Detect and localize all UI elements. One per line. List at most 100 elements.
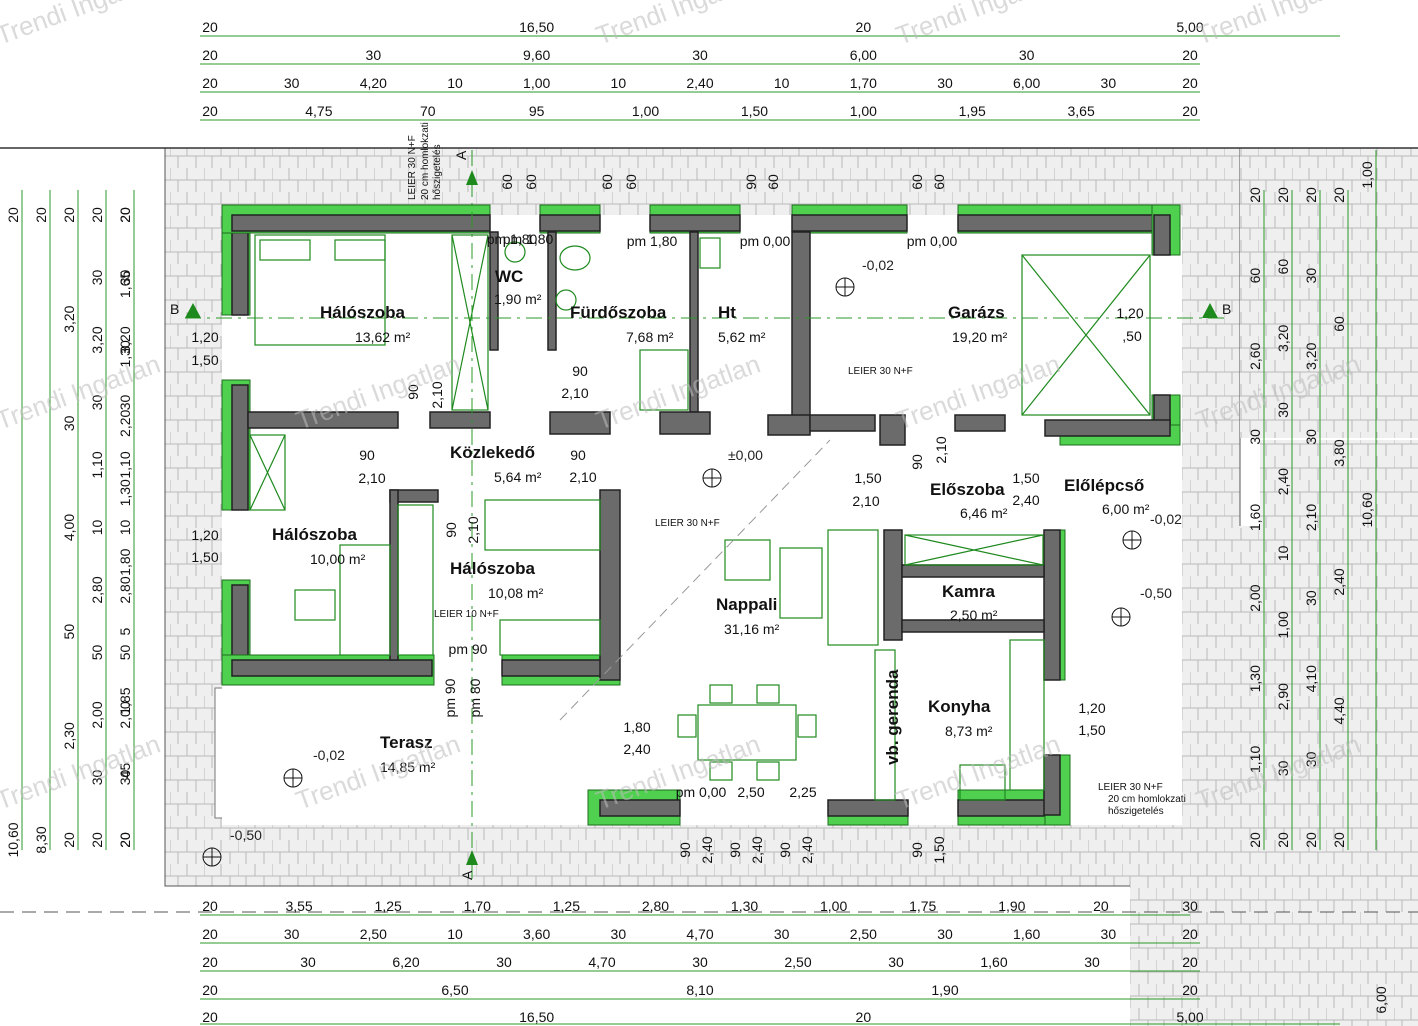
room-name: Garázs	[948, 303, 1005, 322]
dimension-text: 10	[117, 520, 133, 536]
dimension-text: 1,25	[553, 898, 580, 914]
dimension-text: 2,30	[61, 722, 77, 749]
dimension-text: 20	[202, 982, 218, 998]
dimension-text: 20	[202, 1009, 218, 1025]
dimension-text: pm 80	[467, 678, 483, 717]
room-area: 1,90 m²	[494, 291, 542, 307]
dimension-text: 2,10	[852, 493, 879, 509]
dimension-text: 1,50	[1012, 470, 1039, 486]
wall-note: hőszigetelés	[432, 144, 443, 200]
dimension-text: 16,50	[519, 1009, 554, 1025]
level-marker	[1122, 530, 1142, 550]
dimension-text: 2,50	[360, 926, 387, 942]
dimension-text: 5,00	[1176, 1009, 1203, 1025]
dimension-text: 1,50	[191, 352, 218, 368]
dimension-text: 20	[202, 103, 218, 119]
dimension-text: 1,20	[1078, 700, 1105, 716]
dimension-text: 30	[89, 270, 105, 286]
dimension-text: 20	[202, 898, 218, 914]
dimension-text: 2,50	[737, 784, 764, 800]
dimension-text: 20	[856, 19, 872, 35]
dimension-text: 1,70	[464, 898, 491, 914]
level-marker	[283, 768, 303, 788]
room-name: Ht	[718, 303, 736, 322]
section-marker-a-top: A	[453, 150, 469, 160]
furniture	[249, 234, 1151, 801]
dimension-text: 1,30	[1247, 665, 1263, 692]
dimension-text: 1,00	[1359, 161, 1375, 188]
dimension-text: 1,50	[741, 103, 768, 119]
dimension-text: 90	[570, 447, 586, 463]
top-dimension-lines	[0, 35, 1418, 149]
dimension-text: 3,20	[1303, 342, 1319, 369]
room-area: 8,73 m²	[945, 723, 993, 739]
dimension-text: 30	[888, 954, 904, 970]
dimension-text: 30	[117, 770, 133, 786]
dimension-text: 2,40	[1012, 492, 1039, 508]
section-lines	[185, 150, 1225, 880]
dimension-text: 1,90	[998, 898, 1025, 914]
dimension-text: 30	[1303, 751, 1319, 767]
dimension-text: 1,90	[931, 982, 958, 998]
dimension-text: 2,00	[89, 701, 105, 728]
dimension-text: 2,90	[1275, 683, 1291, 710]
dimension-text: 20	[1093, 898, 1109, 914]
dimension-text: 5,00	[1176, 19, 1203, 35]
dimension-text: 5	[117, 628, 133, 636]
dimension-text: 30	[937, 926, 953, 942]
dimension-text: 2,00	[117, 701, 133, 728]
dimension-text: 1,50	[191, 549, 218, 565]
dimension-text: 70	[420, 103, 436, 119]
dimension-text: 9,60	[523, 47, 550, 63]
dimension-text: 1,60	[980, 954, 1007, 970]
dimension-text: 30	[1101, 75, 1117, 91]
watermark: Trendi Ingatlan	[1192, 0, 1364, 51]
dimension-text: pm 90	[442, 678, 458, 717]
watermark: Trendi Ingatlan	[892, 0, 1064, 51]
dimension-text: 2,80	[117, 576, 133, 603]
dimension-text: 60	[499, 174, 515, 190]
dimension-text: 20	[1182, 75, 1198, 91]
dimension-text: ,50	[1122, 328, 1142, 344]
dimension-text: 60	[931, 174, 947, 190]
level-value: -0,50	[230, 827, 262, 843]
dimension-text: 30	[1303, 429, 1319, 445]
dimension-text: 60	[765, 174, 781, 190]
watermark: Trendi Ingatlan	[0, 348, 164, 435]
dimension-text: 90	[727, 842, 743, 858]
room-name: WC	[495, 267, 523, 286]
room-area: 5,62 m²	[718, 329, 766, 345]
dimension-text: 2,40	[623, 741, 650, 757]
dimension-text: 3,55	[285, 898, 312, 914]
room-area: 5,64 m²	[494, 469, 542, 485]
section-marker-a-bottom: A	[459, 870, 475, 880]
dimension-text: 10	[774, 75, 790, 91]
room-name: Hálószoba	[272, 525, 358, 544]
dimension-text: 2,00	[1247, 584, 1263, 611]
dimension-text: 20	[89, 207, 105, 223]
level-marker	[702, 468, 722, 488]
dimension-text: 20	[117, 207, 133, 223]
dimension-text: 20	[202, 75, 218, 91]
section-marker-b-left: B	[170, 301, 179, 317]
dimension-text: 1,70	[850, 75, 877, 91]
dimension-text: 20	[117, 832, 133, 848]
dimension-text: 2,80	[642, 898, 669, 914]
dimension-text: 90	[443, 522, 459, 538]
dimension-text: 2,20	[117, 409, 133, 436]
dimension-text: 1,00	[850, 103, 877, 119]
dimension-text: 30	[1303, 590, 1319, 606]
dimension-text: 45	[117, 763, 133, 779]
dimension-text: 10,60	[5, 822, 21, 857]
dimension-text: 2,10	[465, 516, 481, 543]
interior-walls	[247, 231, 1045, 681]
dimension-text: 20	[61, 832, 77, 848]
dimension-text: 20	[1303, 832, 1319, 848]
dimension-text: 2,10	[561, 385, 588, 401]
room-area: 10,08 m²	[488, 585, 544, 601]
dimension-text: 30	[774, 926, 790, 942]
dimension-text: 1,00	[820, 898, 847, 914]
dimension-text: 30	[1247, 429, 1263, 445]
dimension-text: 30	[1182, 898, 1198, 914]
dimension-text: pm 0,00	[740, 233, 791, 249]
